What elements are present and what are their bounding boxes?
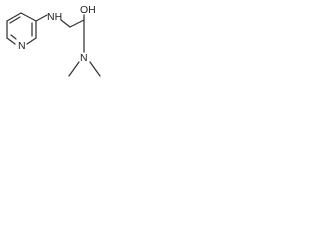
bond-c2-nh [35, 14, 48, 22]
hydroxyl-label: OH [80, 4, 96, 16]
ring-bond-c3-c4-inner [9, 16, 21, 24]
pyridine-nitrogen-label: N [18, 40, 26, 52]
molecule-canvas: N NH OH N [0, 0, 118, 93]
ring-bond-c5-c6-inner [10, 34, 17, 40]
bond-ch2-choh [69, 19, 85, 28]
bonds [6, 12, 101, 77]
structure-diagram: N NH OH N [6, 4, 101, 77]
ring-bond-c6-n [26, 37, 37, 45]
dimethylamino-nitrogen-label: N [80, 52, 88, 64]
ring-bond-c2-c3 [20, 12, 37, 22]
ring-bond-c3-c4 [6, 12, 22, 22]
ring-bond-c5-c6 [6, 37, 16, 45]
amine-nh-label: NH [47, 11, 62, 23]
bond-nh-ch2 [60, 19, 71, 28]
atom-labels: N NH OH N [18, 4, 96, 64]
bond-n-methyl-right [89, 61, 101, 77]
bond-n-methyl-left [68, 61, 80, 77]
